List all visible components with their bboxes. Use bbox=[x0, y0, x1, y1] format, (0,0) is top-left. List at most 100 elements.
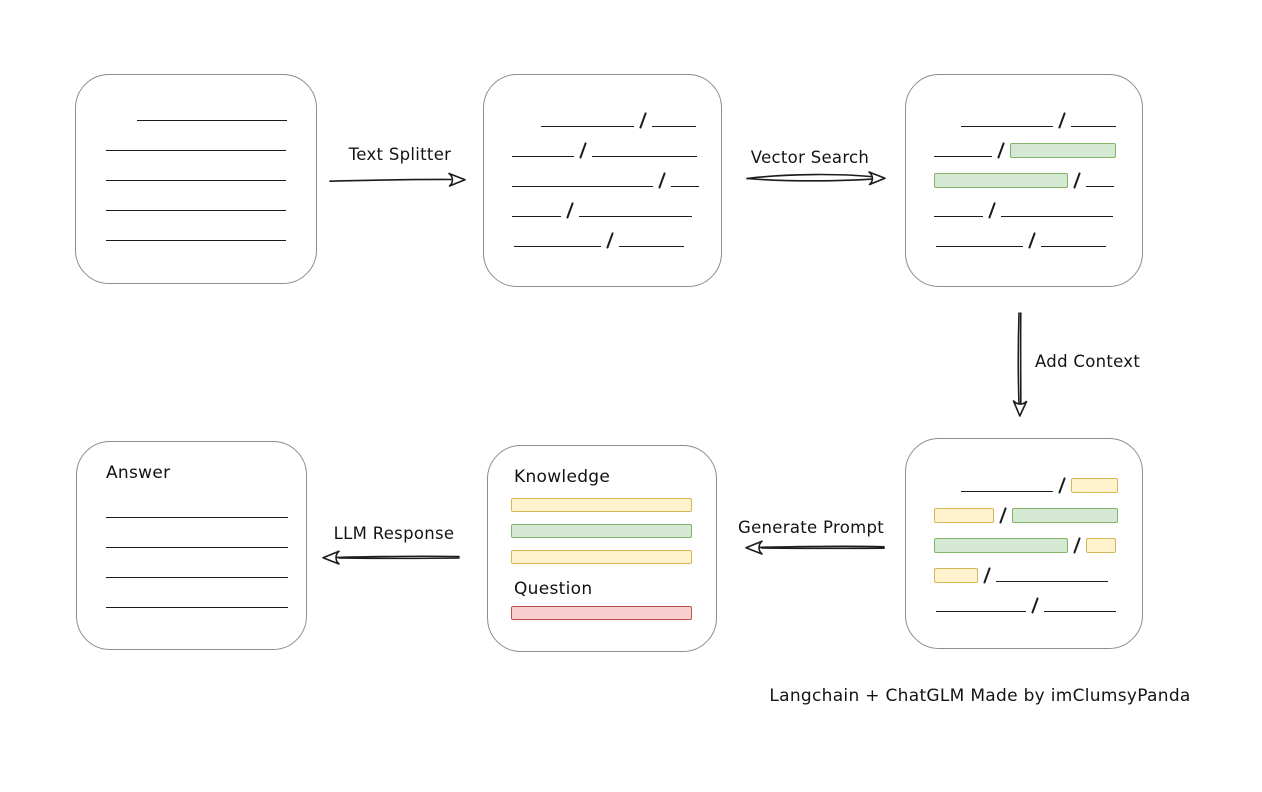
chunk-row bbox=[934, 218, 1142, 249]
text-line bbox=[652, 126, 697, 127]
generate-prompt-label: Generate Prompt bbox=[738, 518, 884, 537]
text-line bbox=[137, 120, 287, 121]
yellow-highlight-chunk bbox=[934, 568, 978, 583]
slash-separator-icon bbox=[1073, 172, 1082, 189]
caption-text: Langchain + ChatGLM Made by imClumsyPand… bbox=[769, 686, 1191, 706]
chunk-row bbox=[512, 158, 721, 189]
yellow-bar bbox=[511, 550, 692, 564]
chunk-row bbox=[934, 493, 1142, 524]
split-chunk-lines bbox=[512, 98, 721, 249]
text-line bbox=[512, 216, 561, 217]
text-line bbox=[934, 216, 983, 217]
chunk-row bbox=[934, 158, 1142, 189]
chunk-row bbox=[106, 489, 306, 519]
add-context-label: Add Context bbox=[1035, 352, 1141, 371]
slash-separator-icon bbox=[1031, 597, 1040, 614]
text-line bbox=[106, 210, 286, 211]
prompt-node: Knowledge Question bbox=[487, 445, 717, 652]
slash-separator-icon bbox=[997, 142, 1006, 159]
text-line bbox=[936, 246, 1023, 247]
text-line bbox=[1086, 186, 1115, 187]
text-line bbox=[961, 491, 1053, 492]
vector-search-label: Vector Search bbox=[750, 148, 870, 167]
chunk-row bbox=[106, 182, 316, 212]
vector-search-arrow-icon bbox=[746, 171, 886, 186]
split-chunks-node bbox=[483, 74, 722, 287]
document-lines bbox=[106, 92, 316, 242]
text-line bbox=[106, 607, 288, 608]
chunk-row bbox=[106, 92, 316, 122]
text-line bbox=[106, 150, 286, 151]
slash-separator-icon bbox=[1058, 477, 1067, 494]
chunk-row bbox=[934, 188, 1142, 219]
answer-node: Answer bbox=[76, 441, 307, 650]
green-highlight-chunk bbox=[934, 538, 1068, 553]
yellow-bar bbox=[511, 498, 692, 512]
slash-separator-icon bbox=[1058, 112, 1067, 129]
chunk-row bbox=[512, 128, 721, 159]
chunk-row bbox=[512, 98, 721, 129]
text-line bbox=[671, 186, 700, 187]
knowledge-bars bbox=[511, 498, 716, 564]
slash-separator-icon bbox=[606, 232, 615, 249]
chunk-row bbox=[106, 549, 306, 579]
slash-separator-icon bbox=[658, 172, 667, 189]
context-chunk-lines bbox=[934, 463, 1142, 614]
text-splitter-arrow-icon bbox=[329, 172, 466, 187]
yellow-highlight-chunk bbox=[1071, 478, 1119, 493]
text-line bbox=[514, 246, 601, 247]
text-line bbox=[934, 156, 992, 157]
text-line bbox=[106, 180, 286, 181]
chunk-row bbox=[512, 218, 721, 249]
green-bar bbox=[511, 524, 692, 538]
chunk-row bbox=[512, 188, 721, 219]
slash-separator-icon bbox=[1028, 232, 1037, 249]
knowledge-label: Knowledge bbox=[514, 467, 611, 487]
chunk-row bbox=[106, 519, 306, 549]
text-line bbox=[961, 126, 1053, 127]
llm-response-arrow-icon bbox=[322, 550, 460, 565]
yellow-highlight-chunk bbox=[934, 508, 994, 523]
green-highlight-chunk bbox=[1010, 143, 1117, 158]
text-line bbox=[1041, 246, 1107, 247]
add-context-arrow-icon bbox=[1012, 312, 1028, 417]
slash-separator-icon bbox=[999, 507, 1008, 524]
green-highlight-chunk bbox=[934, 173, 1068, 188]
slash-separator-icon bbox=[579, 142, 588, 159]
text-line bbox=[512, 156, 574, 157]
text-line bbox=[1071, 126, 1117, 127]
red-bar bbox=[511, 606, 692, 620]
slash-separator-icon bbox=[639, 112, 648, 129]
chunk-row bbox=[106, 152, 316, 182]
text-line bbox=[619, 246, 685, 247]
chunk-row bbox=[934, 98, 1142, 129]
slash-separator-icon bbox=[988, 202, 997, 219]
text-line bbox=[106, 240, 286, 241]
source-document-node bbox=[75, 74, 317, 284]
chunk-row bbox=[106, 122, 316, 152]
chunk-row bbox=[934, 583, 1142, 614]
text-line bbox=[996, 581, 1109, 582]
matched-chunk-lines bbox=[934, 98, 1142, 249]
answer-lines bbox=[106, 489, 306, 609]
slash-separator-icon bbox=[983, 567, 992, 584]
chunk-row bbox=[934, 128, 1142, 159]
chunk-row bbox=[106, 212, 316, 242]
text-line bbox=[106, 517, 288, 518]
yellow-highlight-chunk bbox=[1086, 538, 1117, 553]
question-label: Question bbox=[514, 579, 593, 599]
text-line bbox=[592, 156, 698, 157]
green-highlight-chunk bbox=[1012, 508, 1119, 523]
llm-response-label: LLM Response bbox=[333, 524, 455, 543]
chunk-row bbox=[934, 463, 1142, 494]
generate-prompt-arrow-icon bbox=[745, 540, 885, 555]
slash-separator-icon bbox=[1073, 537, 1082, 554]
question-bars bbox=[511, 606, 716, 620]
answer-label: Answer bbox=[106, 463, 171, 483]
text-line bbox=[512, 186, 653, 187]
text-line bbox=[1001, 216, 1114, 217]
slash-separator-icon bbox=[566, 202, 575, 219]
chunk-row bbox=[934, 523, 1142, 554]
text-splitter-label: Text Splitter bbox=[348, 145, 452, 164]
text-line bbox=[1044, 611, 1117, 612]
